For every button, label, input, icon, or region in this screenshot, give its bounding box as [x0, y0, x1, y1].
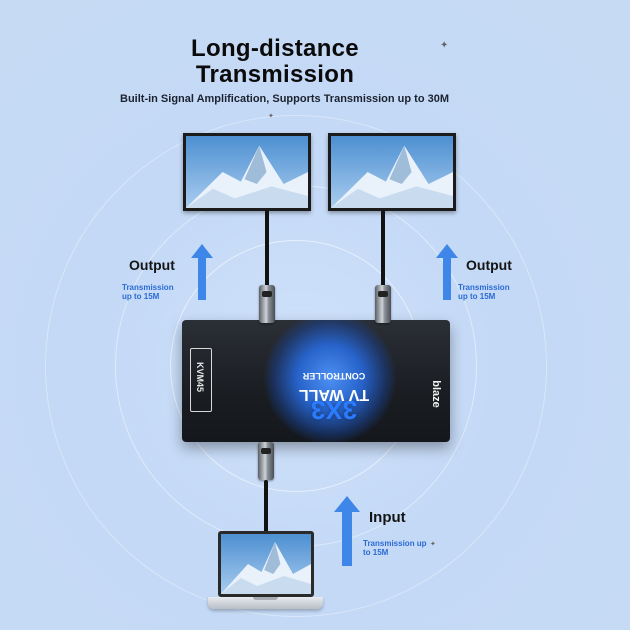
hdmi-plug-input-icon	[258, 442, 274, 480]
hdmi-cable-right	[381, 210, 385, 290]
hdmi-plug-left-icon	[259, 285, 275, 323]
up-arrow-icon	[334, 496, 360, 566]
input-label: Input	[369, 509, 406, 526]
device-title-text: TV WALL	[298, 386, 370, 403]
device-title-big: 3X3	[310, 395, 358, 425]
signal-ring-outer	[45, 115, 547, 617]
decoration-speck: ✦	[430, 541, 436, 548]
hdmi-cable-left	[265, 210, 269, 290]
headline: Long-distance Transmission	[191, 35, 359, 88]
device-model-text: KVM45	[195, 361, 205, 392]
laptop-screen	[218, 531, 314, 597]
device-title: 3X3 TV WALL CONTROLLER	[254, 368, 414, 425]
laptop-notch	[253, 597, 278, 600]
device-subtitle: CONTROLLER	[302, 371, 366, 381]
output-left-label: Output	[129, 257, 175, 273]
input-note: Transmission up to 15M	[363, 539, 427, 557]
device-model-label: KVM45	[186, 344, 214, 414]
up-arrow-icon	[436, 244, 458, 300]
mountain-icon	[331, 136, 453, 208]
hdmi-plug-right-icon	[375, 285, 391, 323]
output-right-label: Output	[466, 257, 512, 273]
hdmi-cable-input	[264, 480, 268, 542]
mountain-icon	[221, 534, 311, 594]
decoration-speck: ✦	[268, 113, 274, 120]
decoration-speck: ✦	[440, 40, 449, 51]
subheadline: Built-in Signal Amplification, Supports …	[120, 93, 450, 105]
output-right-note: Transmission up to 15M	[458, 283, 510, 301]
laptop-base	[208, 597, 323, 609]
mountain-icon	[186, 136, 308, 208]
output-left-note: Transmission up to 15M	[122, 283, 174, 301]
output-monitor-right	[328, 133, 456, 211]
device-glow	[264, 320, 396, 442]
tv-wall-controller: 3X3 TV WALL CONTROLLER KVM45 blaze	[182, 320, 450, 442]
laptop-icon	[208, 531, 323, 615]
device-brand-label: blaze	[426, 364, 444, 434]
device-brand-text: blaze	[430, 380, 442, 408]
output-monitor-left	[183, 133, 311, 211]
up-arrow-icon	[191, 244, 213, 300]
